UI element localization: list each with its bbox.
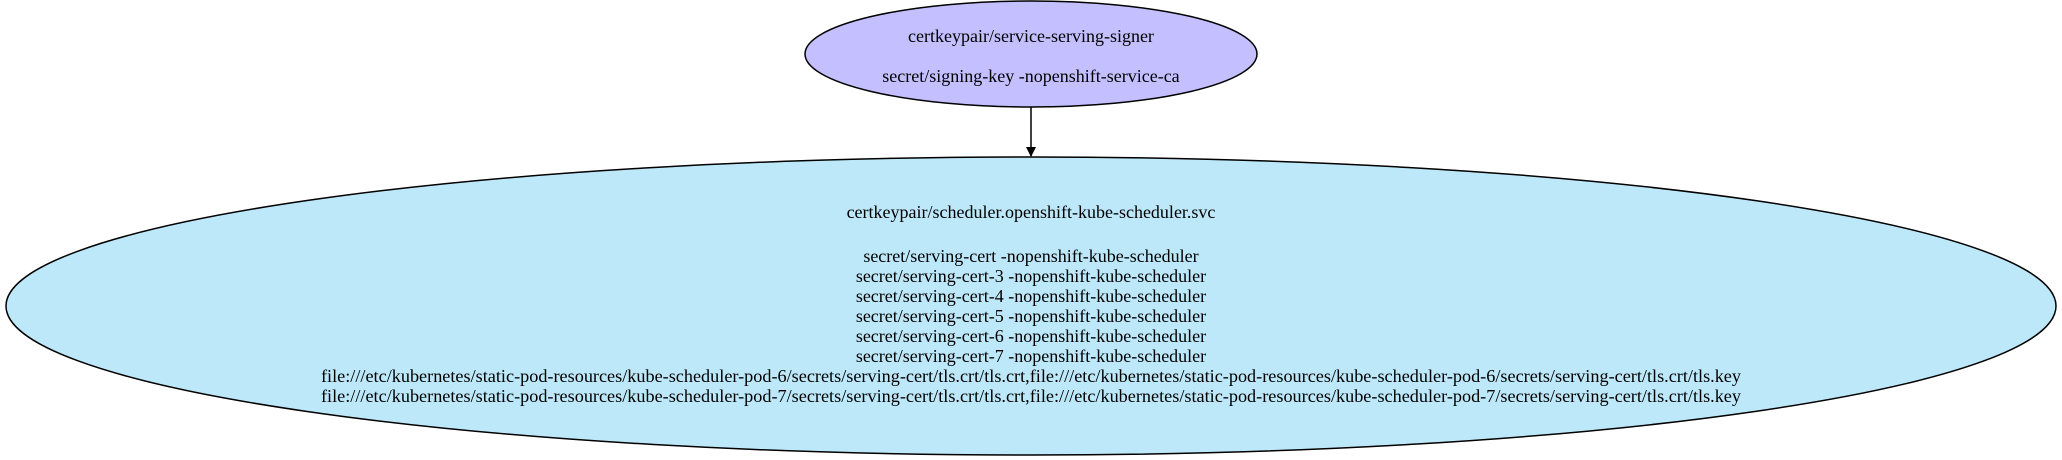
node-scheduler-title: certkeypair/scheduler.openshift-kube-sch… [847, 202, 1216, 222]
node-scheduler-line-6: secret/serving-cert-7 -nopenshift-kube-s… [856, 346, 1206, 366]
node-signer-shape [804, 0, 1258, 108]
node-scheduler-svc[interactable]: certkeypair/scheduler.openshift-kube-sch… [5, 156, 2057, 456]
node-scheduler-line-7: file:///etc/kubernetes/static-pod-resour… [321, 366, 1741, 386]
node-scheduler-shape [5, 156, 2057, 456]
node-scheduler-line-8: file:///etc/kubernetes/static-pod-resour… [321, 386, 1741, 406]
node-scheduler-line-5: secret/serving-cert-6 -nopenshift-kube-s… [856, 326, 1206, 346]
node-scheduler-line-1: secret/serving-cert -nopenshift-kube-sch… [863, 246, 1198, 266]
node-service-serving-signer[interactable]: certkeypair/service-serving-signer secre… [804, 0, 1258, 108]
node-scheduler-line-3: secret/serving-cert-4 -nopenshift-kube-s… [856, 286, 1206, 306]
node-signer-line: secret/signing-key -nopenshift-service-c… [882, 66, 1179, 86]
node-scheduler-line-2: secret/serving-cert-3 -nopenshift-kube-s… [856, 266, 1206, 286]
node-scheduler-line-4: secret/serving-cert-5 -nopenshift-kube-s… [856, 306, 1206, 326]
node-signer-title: certkeypair/service-serving-signer [908, 26, 1154, 46]
